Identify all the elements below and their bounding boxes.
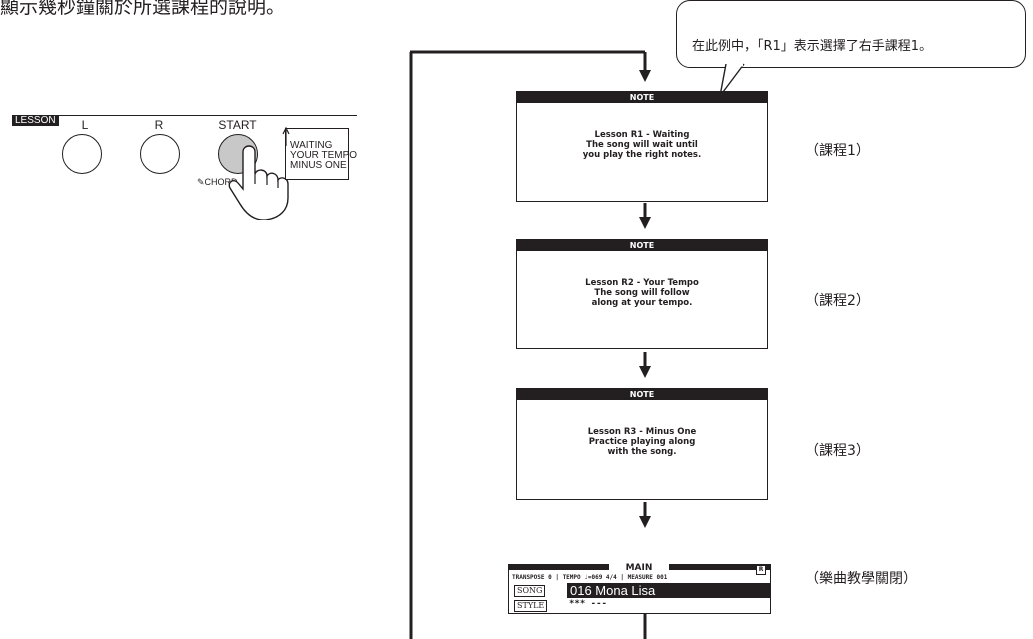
- lesson-1-label: （課程1）: [805, 143, 870, 159]
- note-screen-2-line-1: Lesson R2 - Your Tempo: [585, 278, 699, 288]
- lesson-off-label: （樂曲教學關閉）: [805, 571, 917, 587]
- note-screen-1-line-2: The song will wait until: [586, 140, 698, 150]
- callout-bubble: [676, 0, 1026, 68]
- pen-icon: ✎: [197, 177, 205, 187]
- main-display-info-row: TRANSPOSE 0 | TEMPO ♩=069 4/4 | MEASURE …: [512, 574, 668, 581]
- note-screen-3-line-2: Practice playing along: [588, 437, 696, 447]
- right-hand-badge: R: [756, 565, 766, 575]
- button-r-label: R: [154, 118, 164, 132]
- button-start-label: START: [218, 118, 257, 132]
- style-value: *** ---: [569, 599, 607, 609]
- mode-waiting: WAITING: [290, 140, 333, 151]
- note-screen-1-line-3: you play the right notes.: [582, 150, 702, 160]
- main-display: MAIN R TRANSPOSE 0 | TEMPO ♩=069 4/4 | M…: [508, 563, 771, 614]
- lesson-l-button[interactable]: [62, 134, 102, 174]
- note-screen-3-line-1: Lesson R3 - Minus One: [587, 427, 697, 437]
- chord-label: ✎CHORD: [197, 177, 238, 187]
- note-screen-2-line-3: along at your tempo.: [591, 298, 693, 308]
- lesson-panel-rule: [12, 115, 357, 116]
- note-screen-3-line-3: with the song.: [607, 447, 677, 457]
- mode-your-tempo: YOUR TEMPO: [290, 150, 358, 161]
- style-tag: STYLE: [514, 600, 548, 612]
- callout-pointer: [719, 63, 745, 97]
- note-screen-2-header: NOTE: [517, 240, 767, 251]
- lesson-tag: LESSON: [12, 115, 59, 126]
- note-screen-2-line-2: The song will follow: [594, 288, 690, 298]
- note-screen-3: NOTE Lesson R3 - Minus One Practice play…: [516, 388, 768, 500]
- song-name: 016 Mona Lisa: [567, 583, 770, 598]
- note-screen-1: NOTE Lesson R1 - Waiting The song will w…: [516, 91, 768, 202]
- callout-text: 在此例中，「R1」表示選擇了右手課程1。: [692, 39, 933, 54]
- note-screen-1-header: NOTE: [517, 92, 767, 103]
- lesson-r-button[interactable]: [140, 134, 180, 174]
- mode-arrow-icon: [282, 126, 290, 146]
- mode-minus-one: MINUS ONE: [290, 160, 347, 171]
- note-screen-2: NOTE Lesson R2 - Your Tempo The song wil…: [516, 239, 768, 349]
- lesson-3-label: （課程3）: [805, 443, 870, 459]
- lesson-2-label: （課程2）: [805, 293, 870, 309]
- note-screen-1-line-1: Lesson R1 - Waiting: [594, 130, 690, 140]
- button-l-label: L: [81, 118, 89, 132]
- lesson-mode-box: [285, 128, 349, 180]
- intro-text: 顯示幾秒鐘關於所選課程的說明。: [0, 0, 286, 18]
- main-display-title: MAIN: [609, 563, 669, 573]
- note-screen-3-header: NOTE: [517, 389, 767, 400]
- song-tag: SONG: [514, 585, 546, 597]
